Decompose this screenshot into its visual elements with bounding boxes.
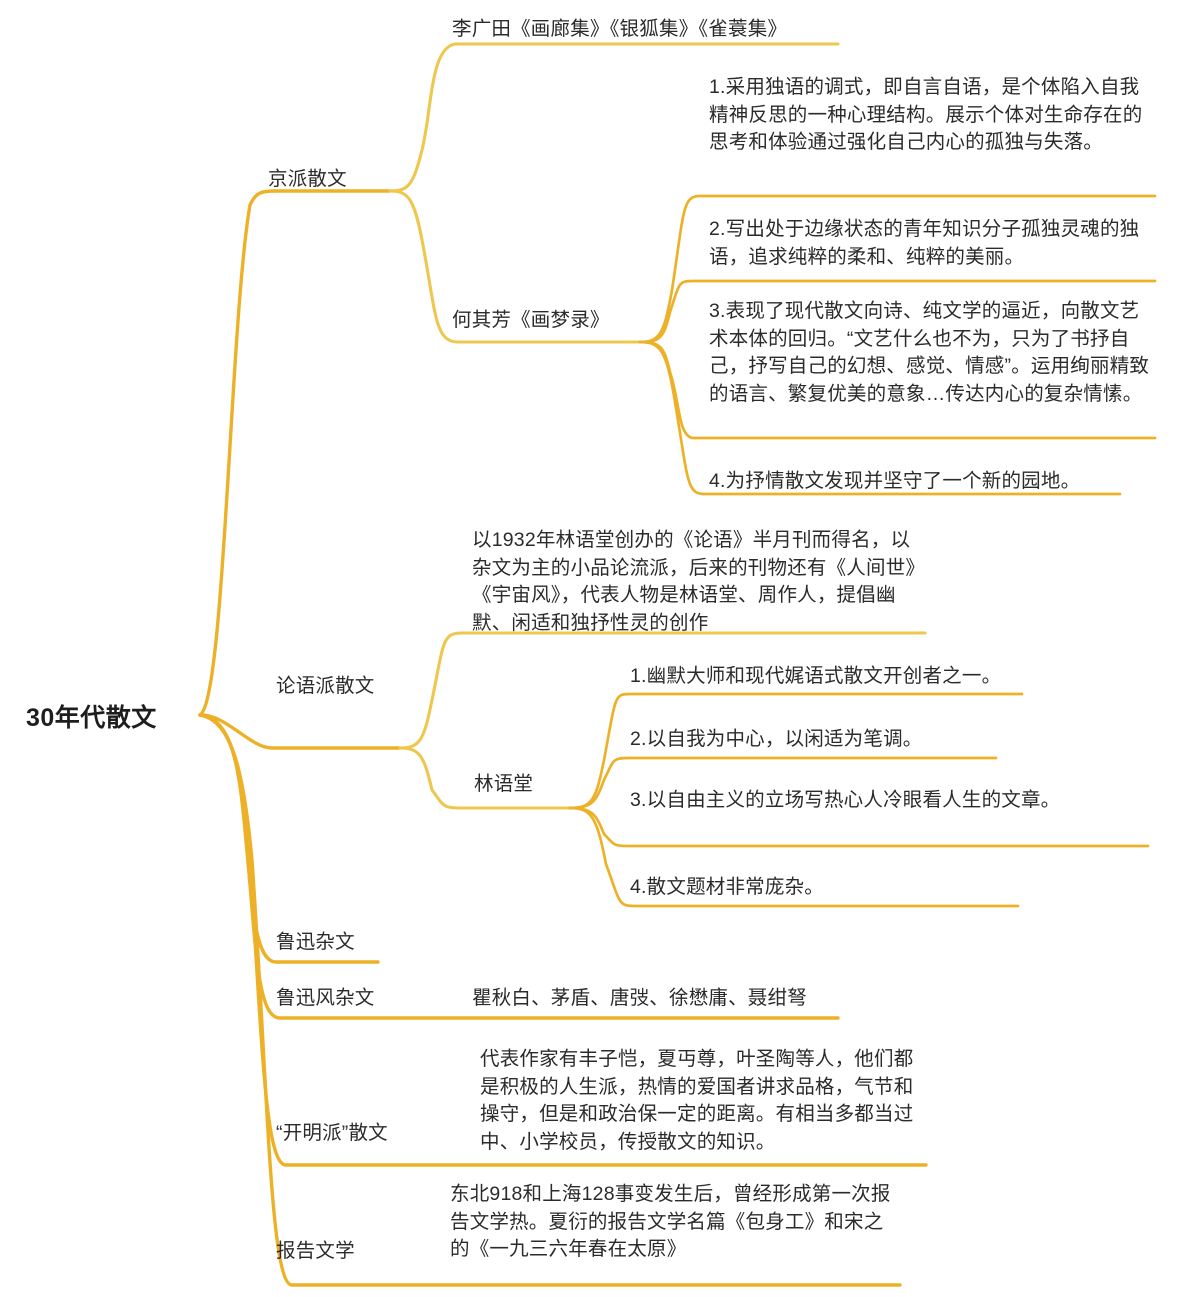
branch-label-lunyupai[interactable]: 论语派散文 (276, 675, 375, 697)
node-linyutang-point-2[interactable]: 2.以自我为中心，以闲适为笔调。 (630, 728, 923, 750)
node-heqifang-point-1[interactable]: 1.采用独语的调式，即自言自语，是个体陷入自我精神反思的一种心理结构。展示个体对… (709, 76, 1143, 154)
branch-label-luxunfeng[interactable]: 鲁迅风杂文 (276, 987, 375, 1009)
root-node[interactable]: 30年代散文 (26, 704, 157, 732)
node-linyutang[interactable]: 林语堂 (474, 773, 534, 795)
node-luxunfeng-writers[interactable]: 瞿秋白、茅盾、唐弢、徐懋庸、聂绀弩 (472, 987, 807, 1009)
node-linyutang-point-3[interactable]: 3.以自由主义的立场写热心人冷眼看人生的文章。 (630, 789, 1061, 811)
branch-label-luxunzawen[interactable]: 鲁迅杂文 (276, 931, 355, 953)
node-kaimingpai-desc[interactable]: 代表作家有丰子恺，夏丏尊，叶圣陶等人，他们都是积极的人生派，热情的爱国者讲求品格… (480, 1048, 914, 1154)
node-liguangtian[interactable]: 李广田《画廊集》《银狐集》《雀蓑集》 (452, 18, 788, 40)
node-heqifang[interactable]: 何其芳《画梦录》 (452, 309, 610, 331)
node-baogaowenxue-desc[interactable]: 东北918和上海128事变发生后，曾经形成第一次报告文学热。夏衍的报告文学名篇《… (450, 1183, 891, 1261)
node-linyutang-point-1[interactable]: 1.幽默大师和现代娓语式散文开创者之一。 (630, 665, 1002, 687)
node-heqifang-point-3[interactable]: 3.表现了现代散文向诗、纯文学的逼近，向散文艺术本体的回归。“文艺什么也不为，只… (709, 300, 1150, 406)
node-lunyupai-intro[interactable]: 以1932年林语堂创办的《论语》半月刊而得名，以杂文为主的小品论流派，后来的刊物… (472, 529, 916, 635)
branch-label-baogaowenxue[interactable]: 报告文学 (276, 1240, 355, 1262)
node-heqifang-point-2[interactable]: 2.写出处于边缘状态的青年知识分子孤独灵魂的独语，追求纯粹的柔和、纯粹的美丽。 (709, 218, 1140, 268)
node-heqifang-point-4[interactable]: 4.为抒情散文发现并坚守了一个新的园地。 (709, 470, 1081, 492)
branch-label-kaimingpai[interactable]: “开明派”散文 (276, 1122, 388, 1144)
branch-label-jingpai[interactable]: 京派散文 (268, 168, 347, 190)
node-linyutang-point-4[interactable]: 4.散文题材非常庞杂。 (630, 876, 824, 898)
